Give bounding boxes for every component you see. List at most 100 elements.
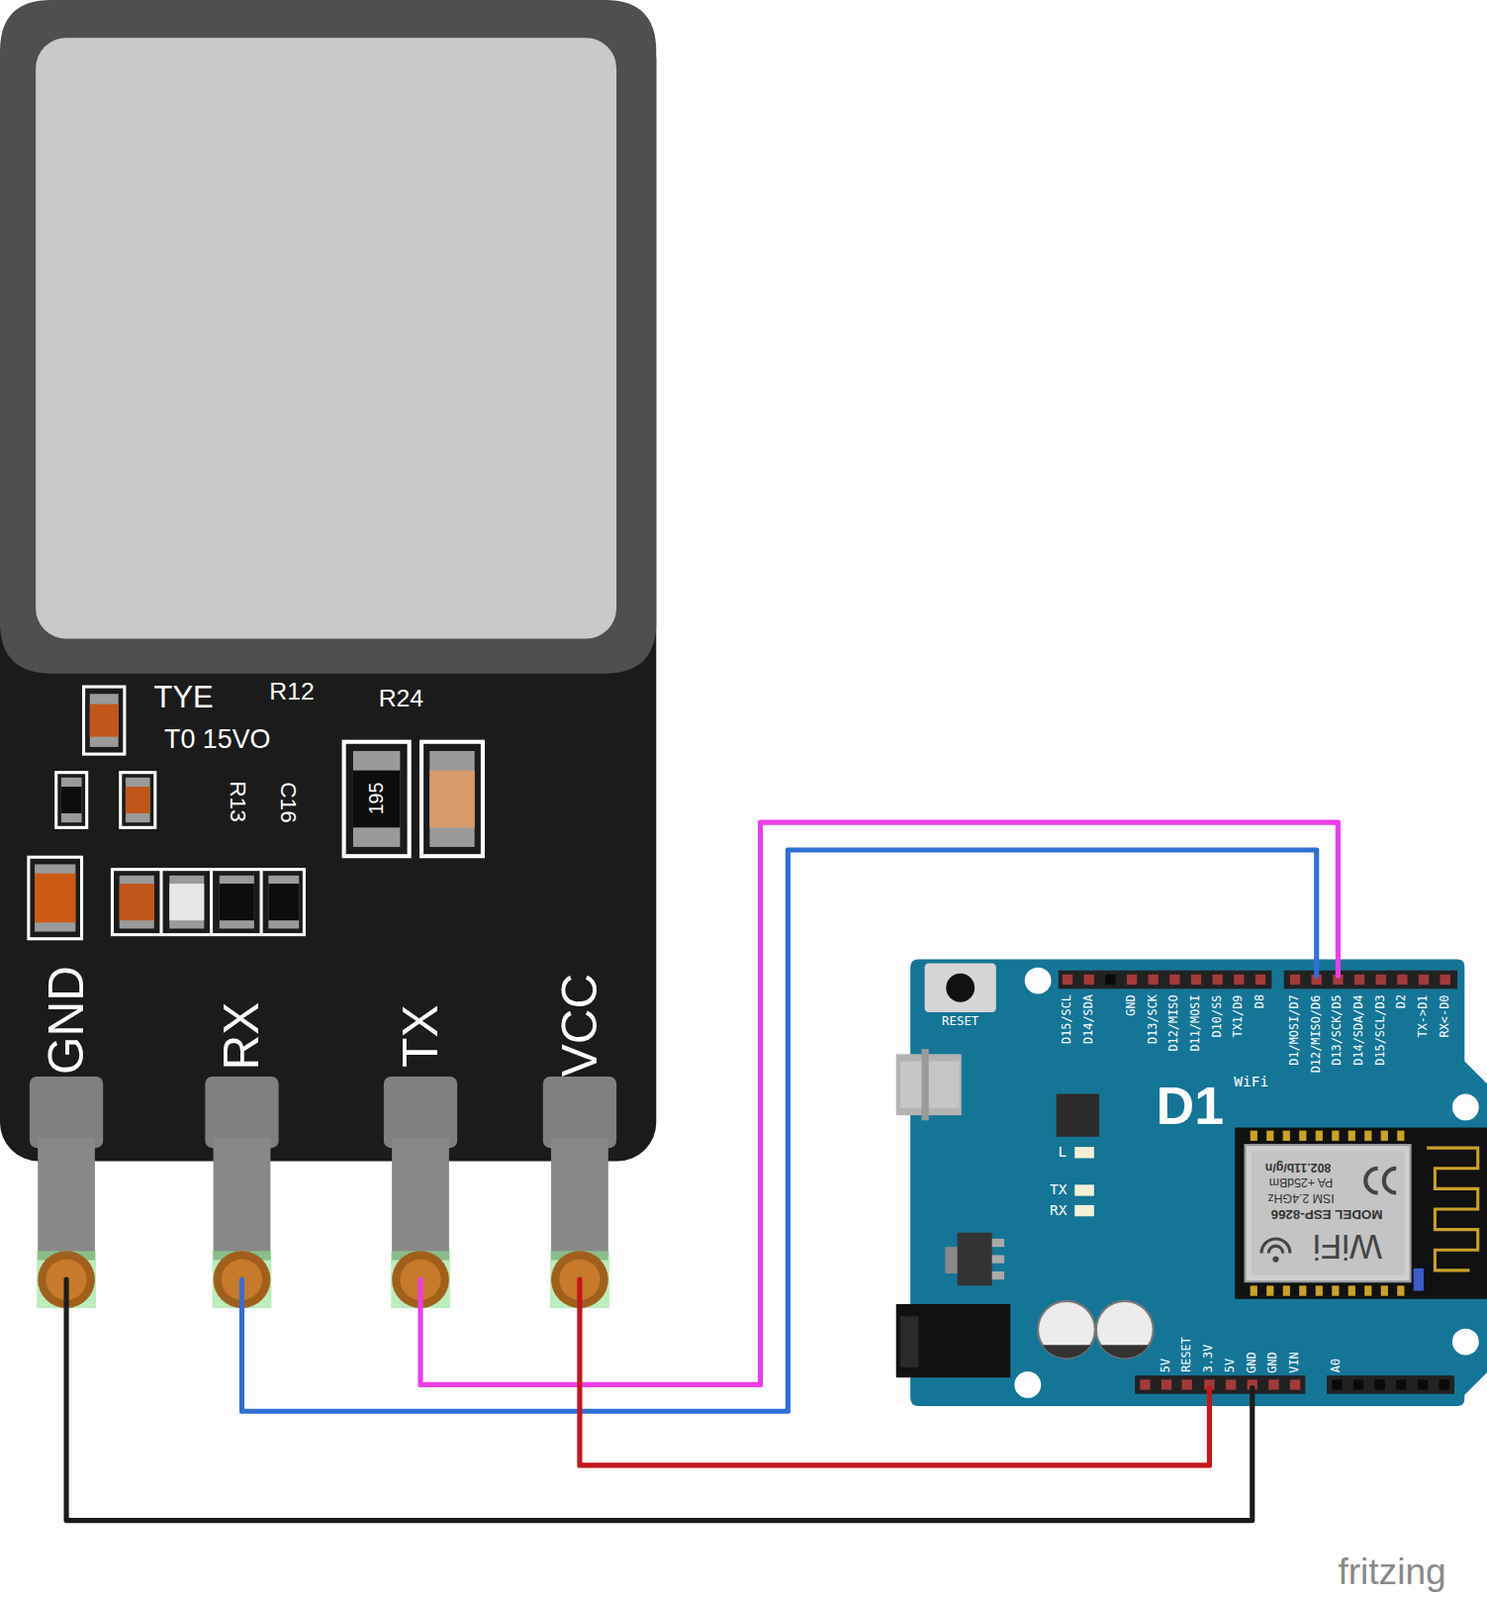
smd-part xyxy=(125,777,151,823)
header-pin xyxy=(1233,974,1244,985)
pin-label: 3.3V xyxy=(1203,1343,1216,1373)
fc-mark xyxy=(1384,1168,1396,1194)
header-pin xyxy=(1290,1379,1301,1390)
rf-shield xyxy=(1245,1144,1411,1282)
fc-mark xyxy=(1365,1168,1378,1194)
castellation xyxy=(1348,1285,1356,1296)
mount-hole xyxy=(1452,1094,1480,1121)
pin-name: D8 xyxy=(1253,994,1267,1009)
smd-part xyxy=(1413,1268,1424,1292)
header-pin xyxy=(1139,1379,1150,1390)
header-pin xyxy=(1212,974,1223,985)
pin-lead xyxy=(204,1076,279,1148)
pin-lead xyxy=(213,1137,272,1261)
sensor-pin: TX xyxy=(383,964,458,1281)
header-pin xyxy=(1396,974,1407,985)
sensor-pin: RX xyxy=(204,964,279,1281)
smd-part xyxy=(268,875,299,930)
sensor-pin xyxy=(204,1076,279,1308)
part-outline xyxy=(344,742,410,857)
capacitor xyxy=(1096,1301,1154,1359)
header-pin xyxy=(1417,1379,1428,1390)
part-outline xyxy=(421,742,483,857)
smd-part xyxy=(90,704,119,738)
regulator xyxy=(992,1254,1005,1263)
capacitor-symbol xyxy=(34,863,76,931)
castellation xyxy=(1266,1285,1274,1296)
pin-lead xyxy=(543,1076,617,1148)
esp-module xyxy=(1234,1127,1487,1300)
smd-part xyxy=(125,786,151,814)
part-outline xyxy=(84,686,125,754)
sensor-pin: GND xyxy=(29,962,103,1280)
pin-name: TX->D1 xyxy=(1417,995,1431,1038)
castellation xyxy=(1364,1130,1372,1141)
header-pin xyxy=(1418,974,1429,985)
wire xyxy=(420,822,1338,1385)
mount-hole xyxy=(1014,1371,1041,1398)
part-outline xyxy=(111,869,304,935)
header xyxy=(1134,1375,1305,1395)
pin-name: D15/SCL xyxy=(1061,994,1075,1044)
reset-button xyxy=(925,963,997,1014)
part-outline xyxy=(159,869,163,935)
pin-lead xyxy=(383,1076,458,1148)
header-pin xyxy=(1126,974,1137,985)
button-label: RESET xyxy=(941,1016,979,1030)
sensor-window xyxy=(35,37,617,639)
smd-part xyxy=(169,875,204,930)
header-pin xyxy=(1105,974,1116,985)
led-label: RX xyxy=(1049,1203,1067,1219)
header-pin xyxy=(1182,1379,1193,1390)
rf-shield xyxy=(1251,1150,1405,1276)
led-label: TX xyxy=(1049,1183,1067,1200)
part-outline xyxy=(28,856,83,939)
pin-lead xyxy=(37,1137,95,1261)
wire xyxy=(241,849,1316,1411)
sensor-pin xyxy=(383,1076,458,1308)
sensor-frame xyxy=(0,0,656,674)
castellation xyxy=(1315,1130,1323,1141)
header-pin xyxy=(1062,974,1073,985)
smd-part xyxy=(61,786,83,814)
header-pin xyxy=(1395,1379,1406,1390)
sensor-board xyxy=(0,20,656,1162)
pin-label: GND xyxy=(39,965,93,1075)
pin-name: D13/SCK xyxy=(1146,994,1160,1044)
part-name: R12 xyxy=(269,678,314,706)
pin-name: 5V xyxy=(1160,1358,1174,1373)
pin-name: GND xyxy=(1124,994,1138,1016)
part-outline xyxy=(260,869,264,935)
pin-name: D2 xyxy=(1395,994,1409,1009)
pin-name: D15/SCL/D3 xyxy=(1374,994,1388,1065)
part-outline xyxy=(120,772,156,829)
pin-lead xyxy=(551,1137,609,1261)
header-pins xyxy=(1062,974,1451,1391)
castellation xyxy=(1364,1285,1372,1296)
pin-name: D10/SS xyxy=(1210,995,1224,1038)
pin-label: VCC xyxy=(553,973,607,1078)
wifi-symbol xyxy=(1268,1245,1283,1253)
capacitor-symbol xyxy=(429,750,474,847)
pin-label: RX xyxy=(214,1001,269,1070)
pin-label: TX xyxy=(393,1004,448,1067)
module-text: 802.11b/g/n xyxy=(1265,1159,1332,1174)
castellation xyxy=(1283,1285,1291,1296)
header-pin xyxy=(1084,974,1095,985)
capacitor xyxy=(1037,1301,1096,1359)
header-pin: 3.3V xyxy=(1199,1326,1220,1389)
board-name: WiFi xyxy=(1233,1074,1269,1091)
resistor-symbol xyxy=(353,750,400,847)
header-pin xyxy=(1169,974,1180,985)
pcb-antenna xyxy=(1426,1147,1479,1271)
pin-label: D13/SCK/D5 xyxy=(1331,994,1345,1065)
pin-name: D11/MOSI xyxy=(1189,994,1203,1051)
silkscreen-text: TYE xyxy=(154,680,214,715)
part-outline xyxy=(56,772,88,829)
module-text: PA +25dBm xyxy=(1269,1174,1334,1189)
smd-part xyxy=(219,875,255,930)
power-jack xyxy=(900,1315,920,1368)
header xyxy=(1284,970,1458,990)
